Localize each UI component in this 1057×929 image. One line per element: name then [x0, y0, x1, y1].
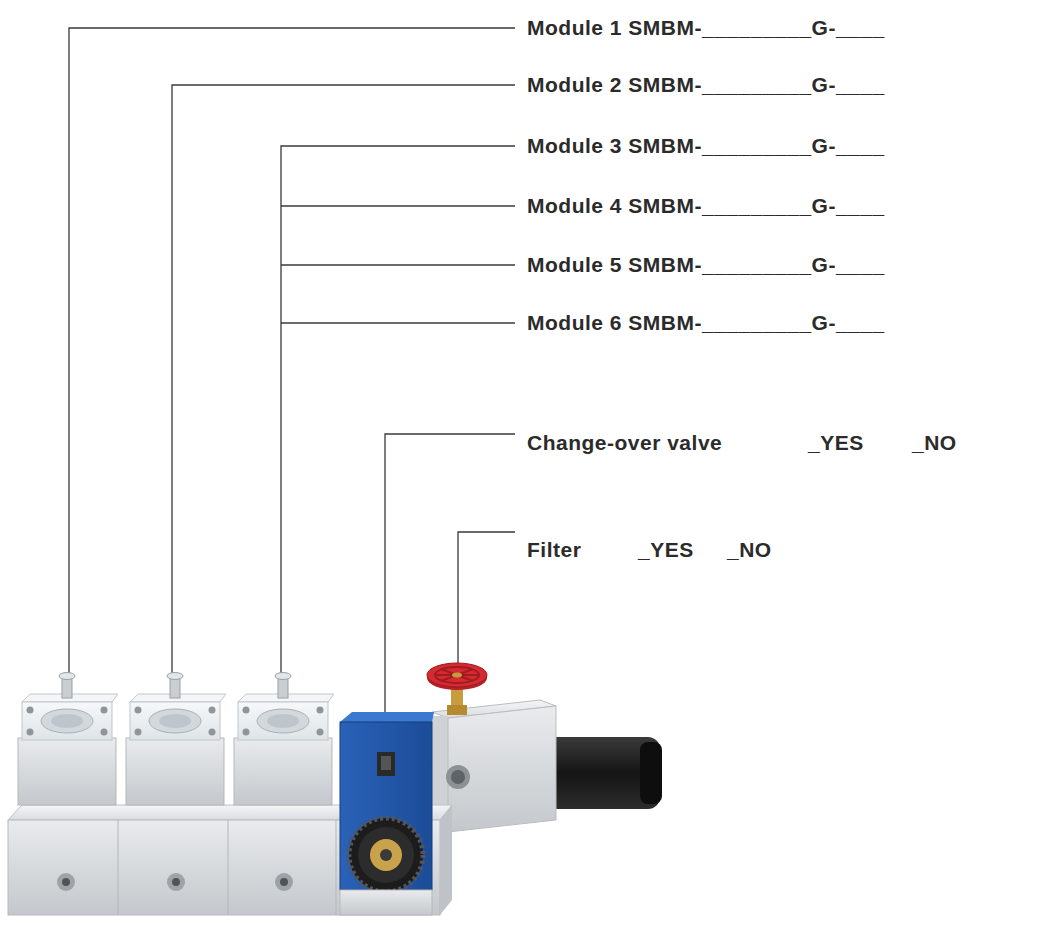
screw — [27, 729, 34, 736]
screw — [135, 707, 142, 714]
clear-cap — [238, 702, 328, 740]
label-text: Module 2 SMBM-_________G-____ — [527, 72, 885, 98]
cap-window — [149, 709, 201, 733]
leader-line — [458, 532, 515, 668]
change-over-valve — [340, 712, 434, 915]
cylinder-cap — [640, 742, 662, 804]
manual-override — [380, 849, 392, 861]
clear-cap — [130, 702, 220, 740]
coil-nut — [349, 818, 423, 892]
filter-cylinder — [540, 737, 662, 809]
port — [167, 873, 185, 891]
knob-head — [275, 673, 291, 680]
label-text: Filter — [527, 537, 581, 563]
cap-inner — [159, 714, 191, 728]
bar-joint — [118, 820, 119, 915]
connector — [377, 752, 395, 776]
knob-head — [167, 673, 183, 680]
spoke — [441, 669, 473, 681]
leader-line — [69, 28, 515, 692]
brass-nut — [447, 705, 467, 715]
knob-head — [59, 673, 75, 680]
screw — [317, 707, 324, 714]
screw — [135, 729, 142, 736]
brass-ring — [370, 839, 402, 871]
screw — [209, 729, 216, 736]
label-text: _YES — [638, 537, 694, 563]
screw — [209, 707, 216, 714]
screw — [101, 707, 108, 714]
screw — [243, 707, 250, 714]
leader-line — [281, 146, 515, 684]
module-unit — [18, 673, 118, 806]
leader-line — [172, 85, 515, 684]
leader-lines — [69, 28, 515, 717]
coil-face — [358, 827, 414, 883]
module-base — [234, 738, 332, 805]
modules — [18, 673, 334, 806]
label-text: Change-over valve — [527, 430, 722, 456]
leader-line — [281, 264, 515, 265]
label-text: Module 5 SMBM-_________G-____ — [527, 252, 885, 278]
handwheel-top — [427, 663, 487, 687]
port — [446, 765, 470, 789]
connector-pin — [381, 756, 391, 770]
bar-face — [8, 820, 440, 915]
label-text: Module 3 SMBM-_________G-____ — [527, 133, 885, 159]
screw — [243, 729, 250, 736]
bar-side — [440, 805, 452, 915]
valve-top — [340, 712, 434, 722]
label-text: _YES — [808, 430, 864, 456]
spoke — [441, 669, 473, 681]
cap-inner — [267, 714, 299, 728]
module-unit — [234, 673, 334, 806]
base-bar — [8, 805, 452, 915]
port-bore — [62, 878, 70, 886]
module-base — [18, 738, 116, 805]
port-bore — [280, 878, 288, 886]
cap-window — [41, 709, 93, 733]
leader-line — [281, 322, 515, 323]
handwheel-rim — [435, 667, 479, 683]
screw — [317, 729, 324, 736]
cap-window — [257, 709, 309, 733]
clear-cap — [22, 702, 112, 740]
label-text: Module 6 SMBM-_________G-____ — [527, 310, 885, 336]
screw — [27, 707, 34, 714]
handwheel-spokes — [435, 669, 479, 681]
module-base — [126, 738, 224, 805]
port-bore — [172, 878, 180, 886]
screw — [101, 729, 108, 736]
leader-line — [385, 434, 515, 717]
valve-subplate — [340, 890, 432, 915]
hub — [452, 673, 462, 678]
label-text: Module 1 SMBM-_________G-____ — [527, 15, 885, 41]
port — [275, 873, 293, 891]
bar-joint — [228, 820, 229, 915]
port-bore — [451, 770, 465, 784]
leader-line — [281, 205, 515, 206]
label-text: _NO — [912, 430, 957, 456]
label-text: Module 4 SMBM-_________G-____ — [527, 193, 885, 219]
cap-inner — [51, 714, 83, 728]
label-text: _NO — [727, 537, 772, 563]
module-unit — [126, 673, 226, 806]
bar-joint — [336, 820, 337, 915]
port — [57, 873, 75, 891]
